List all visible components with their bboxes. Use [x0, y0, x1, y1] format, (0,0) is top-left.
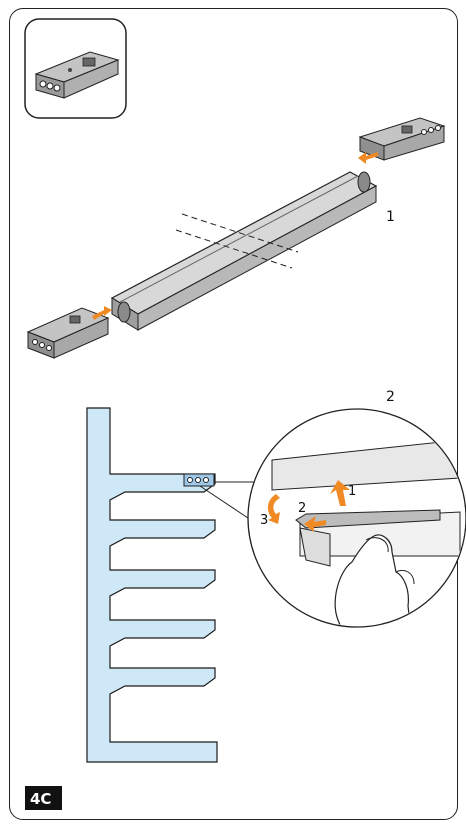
- orange-arrow-icon: [267, 480, 350, 532]
- shelving-unit: [86, 407, 218, 763]
- page-label: 4C: [30, 790, 51, 808]
- bracket-left-icon: [26, 307, 110, 359]
- detail-step-3: 3: [260, 513, 268, 528]
- hand-icon: [334, 534, 415, 626]
- clip-icon: [183, 473, 270, 519]
- page-frame: [9, 8, 458, 820]
- page-badge: 4C: [25, 786, 62, 810]
- step2-label: 2: [386, 389, 395, 405]
- detail-step-1: 1: [348, 484, 356, 499]
- detail-step-2: 2: [298, 501, 306, 516]
- thumbnail-box: [24, 18, 127, 119]
- orange-arrow-icon: [92, 152, 378, 320]
- bracket-right-icon: [358, 117, 446, 161]
- detail-magnifier: 1 2 3: [247, 408, 466, 628]
- bracket-thumbnail-icon: [34, 51, 120, 99]
- light-bar-icon: [110, 171, 378, 331]
- step1-label: 1: [386, 209, 395, 225]
